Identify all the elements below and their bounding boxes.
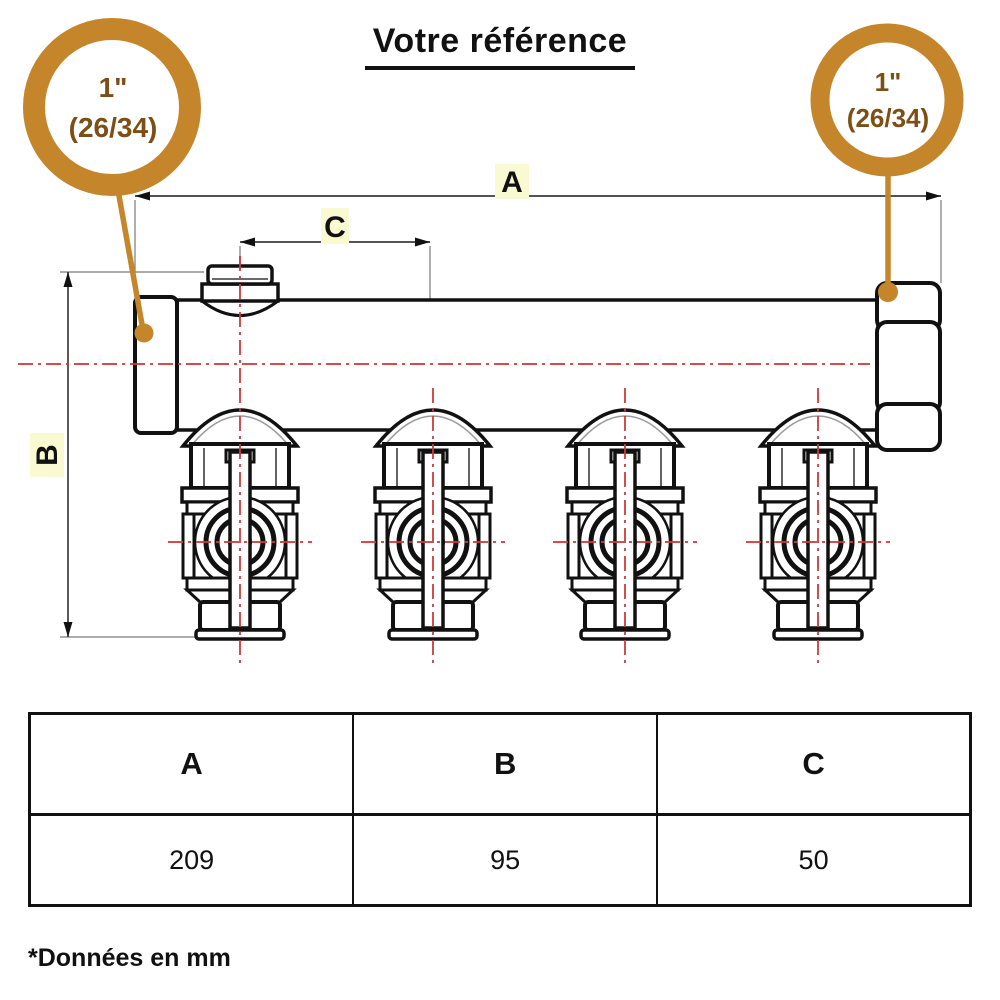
hex-nut	[875, 281, 942, 452]
footnote: *Données en mm	[28, 944, 231, 972]
table-value-b: 95	[352, 813, 659, 907]
page-title: Votre référence	[364, 22, 636, 70]
leader-dot-left	[134, 323, 154, 343]
badge-left-ring	[23, 18, 201, 196]
badge-left: 1" (26/34)	[23, 18, 201, 343]
dimension-a: A	[134, 164, 942, 330]
badge-right-ring	[810, 23, 964, 177]
badge-right: 1" (26/34)	[810, 23, 964, 302]
table-header-b: B	[352, 712, 659, 816]
dim-a-label: A	[501, 166, 523, 199]
dim-a-highlight	[495, 164, 529, 199]
badge-left-dn: (26/34)	[69, 112, 158, 143]
table-header-a: A	[28, 712, 355, 816]
table-value-c: 50	[656, 813, 972, 907]
title-bar: Votre référence	[0, 22, 1000, 70]
badge-left-size: 1"	[99, 72, 128, 103]
table-value-row: 209 95 50	[28, 813, 972, 907]
dimension-c: C	[239, 208, 431, 300]
leader-dot-right	[878, 282, 898, 302]
dim-b-label: B	[31, 444, 64, 466]
table-header-row: A B C	[28, 712, 972, 816]
dim-c-highlight	[321, 208, 349, 244]
manifold-technical-drawing: A C B	[18, 18, 964, 700]
dimensions-table: A B C 209 95 50	[28, 712, 972, 907]
dim-b-highlight	[30, 433, 64, 477]
badge-right-dn: (26/34)	[847, 103, 929, 133]
table-header-c: C	[656, 712, 972, 816]
dimension-b: B	[30, 271, 204, 638]
table-value-a: 209	[28, 813, 355, 907]
badge-right-size: 1"	[875, 67, 902, 97]
dim-c-label: C	[324, 211, 346, 244]
